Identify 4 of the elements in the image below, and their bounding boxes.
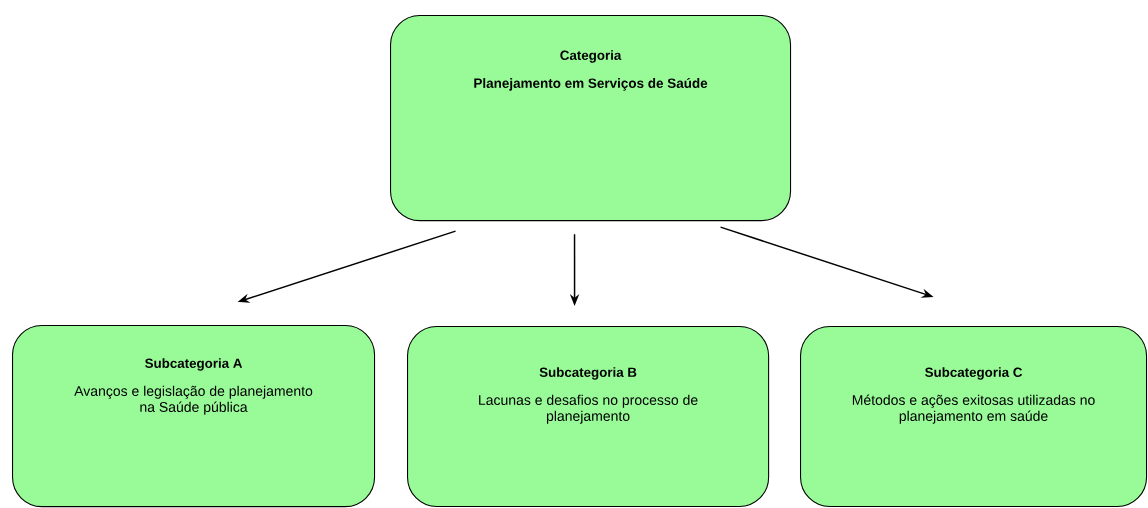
category-box: Categoria Planejamento em Serviços de Saúde <box>390 15 792 222</box>
category-box: Subcategoria B Lacunas e desafios no processo de planejamento <box>407 326 770 508</box>
category-box: Subcategoria C Métodos e ações exitosas utilizadas no planejamento em saúde <box>800 326 1148 508</box>
category-box: Subcategoria A Avanços e legislação de planejamento na Saúde pública <box>12 325 376 508</box>
